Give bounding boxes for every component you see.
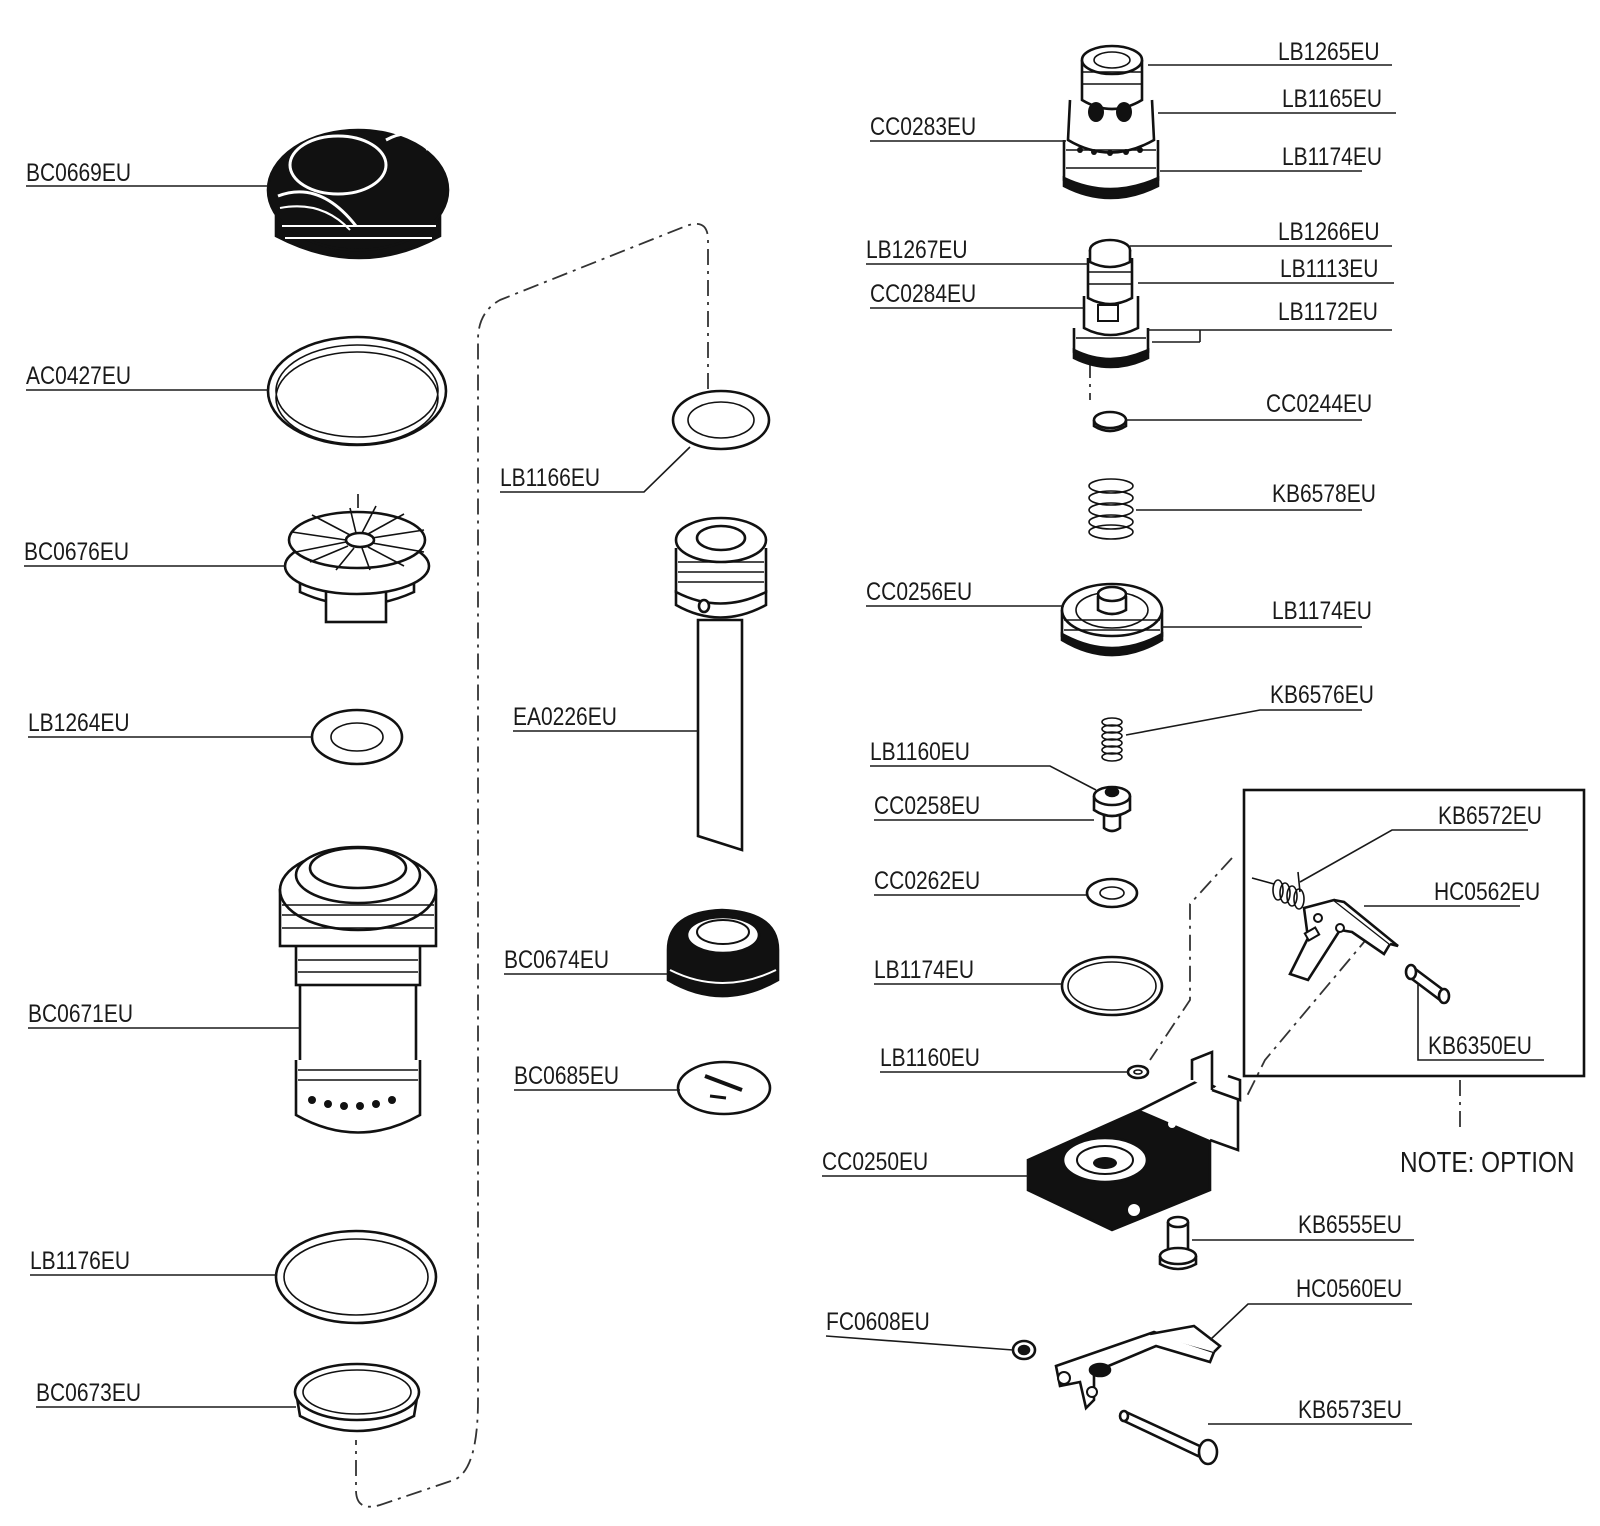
part-ea0226eu-shaft (674, 516, 768, 852)
part-cc0244eu-disc (1092, 410, 1128, 433)
part-lb1166eu-ring (671, 389, 771, 451)
part-hc0562eu-latch (1288, 898, 1399, 982)
label-lb1265eu: LB1265EU (1278, 37, 1380, 65)
label-kb6572eu: KB6572EU (1438, 801, 1542, 829)
label-hc0562eu: HC0562EU (1434, 877, 1540, 905)
label-cc0250eu: CC0250EU (822, 1147, 928, 1175)
label-cc0258eu: CC0258EU (874, 791, 980, 819)
label-lb1174eu-top: LB1174EU (1282, 142, 1382, 170)
part-lb1174eu-ring (1060, 955, 1164, 1017)
label-kb6573eu: KB6573EU (1298, 1395, 1402, 1423)
part-bc0674eu-cup (666, 908, 780, 998)
label-lb1267eu: LB1267EU (866, 235, 968, 263)
label-kb6578eu: KB6578EU (1272, 479, 1376, 507)
label-lb1172eu: LB1172EU (1278, 297, 1378, 325)
label-lb1160eu-top: LB1160EU (870, 737, 970, 765)
label-bc0671eu: BC0671EU (28, 999, 133, 1027)
part-lb1176eu-ring (274, 1229, 438, 1325)
part-cc0250eu-housing (1026, 1050, 1242, 1232)
label-cc0262eu: CC0262EU (874, 866, 980, 894)
label-kb6576eu: KB6576EU (1270, 680, 1374, 708)
label-cc0244eu: CC0244EU (1266, 389, 1372, 417)
part-cc0262eu-washer (1085, 877, 1139, 909)
label-cc0283eu: CC0283EU (870, 112, 976, 140)
part-bc0676eu-retainer (283, 494, 431, 624)
label-ac0427eu: AC0427EU (26, 361, 131, 389)
label-lb1166eu: LB1166EU (500, 463, 600, 491)
leader-lines (24, 64, 1544, 1425)
label-hc0560eu: HC0560EU (1296, 1274, 1402, 1302)
label-bc0673eu: BC0673EU (36, 1378, 141, 1406)
part-labels: BC0669EU AC0427EU BC0676EU LB1264EU BC06… (24, 37, 1575, 1423)
part-kb6350eu-pin (1404, 963, 1451, 1005)
label-kb6350eu: KB6350EU (1428, 1031, 1532, 1059)
part-hc0560eu-lever (1054, 1324, 1222, 1411)
part-bc0669eu-cap (266, 128, 450, 260)
label-lb1113eu: LB1113EU (1280, 254, 1378, 282)
label-cc0284eu: CC0284EU (870, 279, 976, 307)
label-bc0674eu: BC0674EU (504, 945, 609, 973)
part-kb6576eu-spring (1101, 717, 1123, 762)
label-lb1174eu-low: LB1174EU (874, 955, 974, 983)
part-bc0673eu-sleeve (293, 1362, 421, 1433)
label-bc0669eu: BC0669EU (26, 158, 131, 186)
part-bc0685eu-disc (676, 1060, 772, 1116)
part-cc0283eu-valve (1062, 44, 1160, 200)
label-lb1264eu: LB1264EU (28, 708, 130, 736)
label-bc0685eu: BC0685EU (514, 1061, 619, 1089)
option-box (1242, 788, 1586, 1078)
part-kb6555eu-pin (1158, 1215, 1198, 1271)
label-lb1174eu-mid: LB1174EU (1272, 596, 1372, 624)
part-cc0258eu-poppet (1092, 785, 1132, 833)
label-ea0226eu: EA0226EU (513, 702, 617, 730)
label-bc0676eu: BC0676EU (24, 537, 129, 565)
label-lb1266eu: LB1266EU (1278, 217, 1380, 245)
label-fc0608eu: FC0608EU (826, 1307, 930, 1335)
part-cc0256eu-piston (1060, 582, 1164, 657)
part-cc0284eu-stem (1072, 238, 1150, 369)
note-option: NOTE: OPTION (1400, 1146, 1575, 1178)
part-ac0427eu-ring (266, 335, 448, 447)
label-lb1165eu: LB1165EU (1282, 84, 1382, 112)
label-kb6555eu: KB6555EU (1298, 1210, 1402, 1238)
label-cc0256eu: CC0256EU (866, 577, 972, 605)
label-lb1160eu-low: LB1160EU (880, 1043, 980, 1071)
assembly-dash-lines (355, 222, 1461, 1508)
part-lb1264eu-oring (310, 708, 404, 766)
part-bc0671eu-body (278, 845, 438, 1134)
part-kb6578eu-spring (1088, 478, 1134, 540)
part-kb6572eu-spring (1251, 871, 1305, 910)
part-lb1160eu-oring (1126, 1064, 1150, 1080)
label-lb1176eu: LB1176EU (30, 1246, 130, 1274)
part-fc0608eu-nut (1011, 1339, 1037, 1361)
part-kb6573eu-bolt (1118, 1409, 1219, 1466)
